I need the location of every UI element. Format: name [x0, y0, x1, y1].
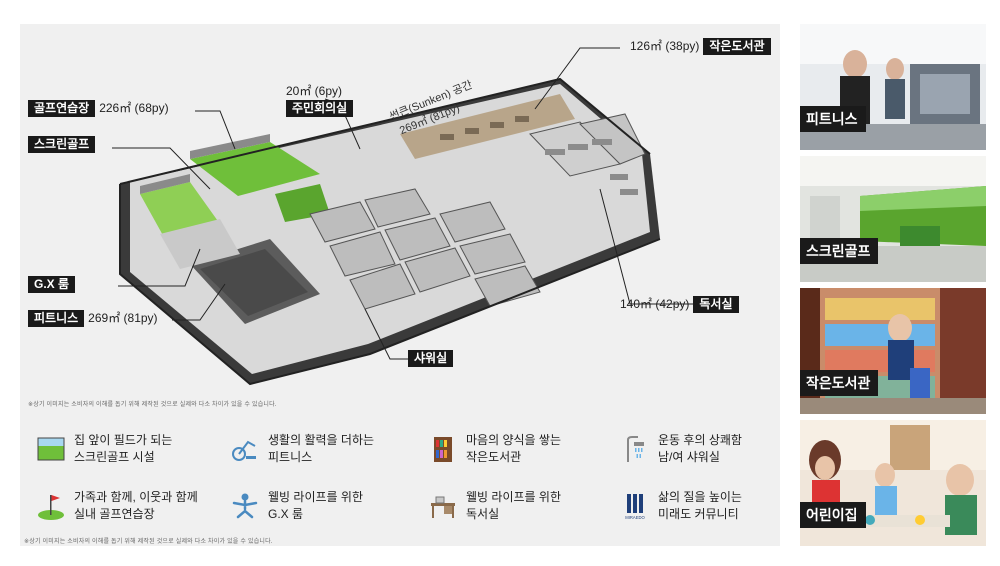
feature-item: MIRAEDO 삶의 질을 높이는 미래도 커뮤니티 — [620, 489, 810, 525]
screen-golf-tag: 스크린골프 — [28, 136, 96, 153]
feature-line1: 집 앞이 필드가 되는 — [74, 433, 173, 447]
bookshelf-icon — [434, 437, 452, 462]
resident-room-area: 20㎡ (6py) — [286, 84, 343, 98]
feature-item: 가족과 함께, 이웃과 함께 실내 골프연습장 — [36, 489, 226, 525]
feature-line1: 운동 후의 상쾌함 — [658, 433, 742, 447]
feature-item: 웰빙 라이프를 위한 G.X 룸 — [230, 489, 420, 525]
library-area: 126㎡ (38py) — [630, 39, 700, 53]
floorplan-disclaimer: ※상기 이미지는 소비자의 이해를 돕기 위해 제작된 것으로 실제와 다소 차… — [28, 402, 277, 408]
feature-line2: 작은도서관 — [466, 450, 522, 464]
feature-item: 마음의 양식을 쌓는 작은도서관 — [428, 432, 618, 468]
gx-room-tag: G.X 룸 — [28, 276, 76, 293]
resident-room-tag: 주민회의실 — [286, 100, 354, 117]
gx-room-label: G.X 룸 — [28, 276, 76, 293]
fitness-area: 269㎡ (81py) — [88, 311, 158, 325]
feature-line1: 생활의 활력을 더하는 — [268, 433, 375, 447]
miraedo-logo-icon: MIRAEDO — [625, 494, 646, 520]
photo-fitness: 피트니스 — [800, 24, 986, 150]
feature-item: 생활의 활력을 더하는 피트니스 — [230, 432, 420, 468]
resident-room-label: 주민회의실 — [286, 100, 354, 117]
feature-line2: 독서실 — [466, 507, 500, 521]
photo-caption: 작은도서관 — [800, 370, 879, 396]
screen-golf-label: 스크린골프 — [28, 136, 96, 153]
desk-icon — [431, 496, 455, 518]
community-floorplan — [112, 47, 710, 386]
shower-icon — [627, 436, 644, 462]
photo-caption: 피트니스 — [800, 106, 866, 132]
feature-item: 웰빙 라이프를 위한 독서실 — [428, 489, 618, 525]
feature-line2: 스크린골프 시설 — [74, 450, 155, 464]
feature-line1: 삶의 질을 높이는 — [658, 490, 742, 504]
bottom-disclaimer: ※상기 이미지는 소비자의 이해를 돕기 위해 제작된 것으로 실제와 다소 차… — [24, 539, 273, 545]
feature-line1: 가족과 함께, 이웃과 함께 — [74, 490, 198, 504]
screen-golf-icon — [37, 437, 65, 461]
feature-line2: 남/여 샤워실 — [658, 450, 720, 464]
feature-item: 집 앞이 필드가 되는 스크린골프 시설 — [36, 432, 226, 468]
fitness-icon — [232, 440, 256, 461]
library-label: 작은도서관 — [703, 38, 771, 55]
feature-line1: 마음의 양식을 쌓는 — [466, 433, 561, 447]
feature-line1: 웰빙 라이프를 위한 — [268, 490, 363, 504]
photo-screen-golf: 스크린골프 — [800, 156, 986, 282]
photo-caption: 어린이집 — [800, 502, 866, 528]
photo-daycare: 어린이집 — [800, 420, 986, 546]
feature-line2: G.X 룸 — [268, 507, 304, 521]
feature-line2: 피트니스 — [268, 450, 313, 464]
golf-practice-label: 골프연습장 — [28, 100, 96, 117]
feature-line1: 웰빙 라이프를 위한 — [466, 490, 561, 504]
miraedo-logo-text: MIRAEDO — [625, 515, 645, 520]
feature-line2: 실내 골프연습장 — [74, 507, 155, 521]
fitness-label: 피트니스 — [28, 310, 85, 327]
reading-room-tag: 140㎡ (42py)독서실 — [616, 296, 739, 313]
feature-line2: 미래도 커뮤니티 — [658, 507, 739, 521]
feature-item: 운동 후의 상쾌함 남/여 샤워실 — [620, 432, 810, 468]
library-tag: 126㎡ (38py)작은도서관 — [626, 38, 771, 55]
reading-room-label: 독서실 — [693, 296, 739, 313]
reading-room-area: 140㎡ (42py) — [620, 297, 690, 311]
photo-caption: 스크린골프 — [800, 238, 879, 264]
golf-flag-icon — [38, 495, 64, 520]
shower-room-label: 샤워실 — [408, 350, 454, 367]
yoga-icon — [232, 493, 258, 519]
shower-room-tag: 샤워실 — [408, 350, 454, 367]
photo-library: 작은도서관 — [800, 288, 986, 414]
daycare-photo-image — [800, 420, 986, 546]
golf-practice-area: 226㎡ (68py) — [99, 101, 169, 115]
